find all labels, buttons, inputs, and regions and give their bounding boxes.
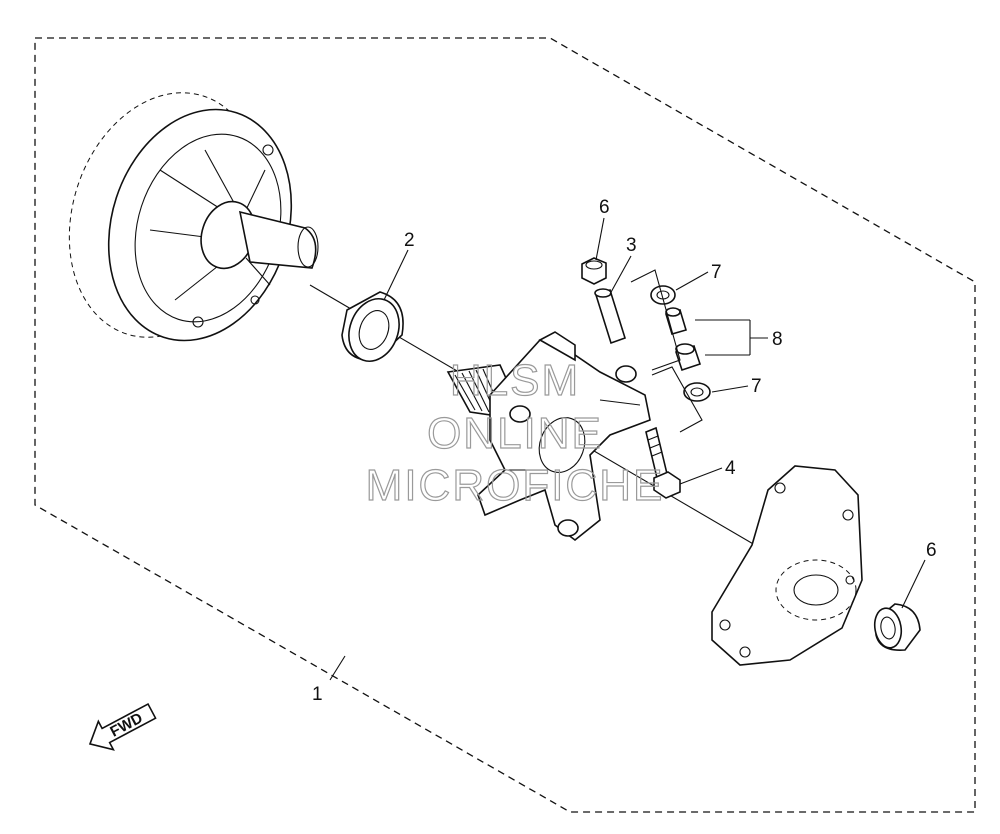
callout-3: 3 xyxy=(626,235,637,256)
watermark-line-3: MICROFICHE xyxy=(366,461,665,510)
parts-7-8-bracket xyxy=(630,269,681,371)
part-8-bushing-lower xyxy=(674,343,702,372)
leader-lines xyxy=(329,217,926,681)
primary-sheave xyxy=(68,92,319,342)
callout-labels: 2 6 3 7 8 7 4 6 1 xyxy=(312,197,937,705)
callout-7-lower: 7 xyxy=(751,376,762,397)
spider-hub xyxy=(446,331,651,542)
callout-2: 2 xyxy=(404,230,415,251)
part-4-bolt xyxy=(645,426,681,499)
callout-4: 4 xyxy=(725,458,736,479)
callout-1: 1 xyxy=(312,684,323,705)
part-6-bushing xyxy=(873,603,921,652)
part-5-nut xyxy=(581,257,607,285)
fwd-label: FWD xyxy=(107,710,145,741)
watermark: HLSM ONLINE MICROFICHE xyxy=(365,355,665,510)
forward-direction-arrow: FWD xyxy=(88,702,157,751)
part-3-pin xyxy=(594,288,626,345)
callout-5: 6 xyxy=(599,197,610,218)
part-7-washer-upper xyxy=(650,285,676,305)
part-2-collar xyxy=(341,291,404,362)
cover-plate xyxy=(711,465,863,666)
callout-7-upper: 7 xyxy=(711,262,722,283)
assembly-boundary xyxy=(34,37,976,813)
watermark-line-2: ONLINE xyxy=(427,409,603,458)
part-7-washer-lower xyxy=(683,382,711,402)
callout-6: 6 xyxy=(926,540,937,561)
callout-8: 8 xyxy=(772,329,783,350)
watermark-line-1: HLSM xyxy=(450,356,580,405)
